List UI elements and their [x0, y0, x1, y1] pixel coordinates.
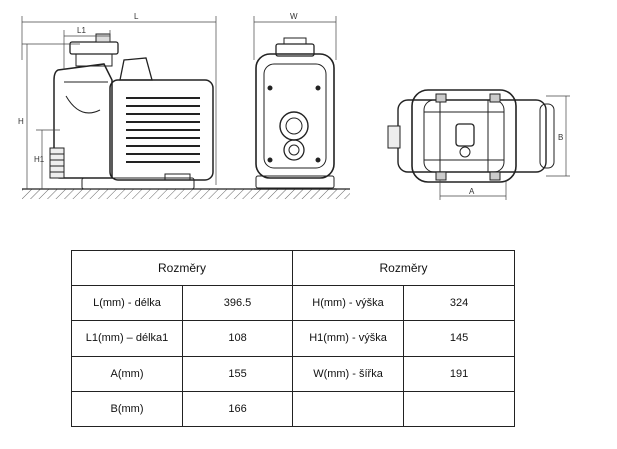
dim-label-w: W: [290, 12, 298, 21]
table-cell: 108: [181, 320, 294, 357]
table-cell: L(mm) - délka: [71, 284, 183, 322]
table-header-row: Rozměry Rozměry: [70, 250, 516, 286]
motor-housing: [109, 79, 214, 181]
table-cell: H(mm) - výška: [292, 284, 405, 322]
table-cell: 191: [403, 355, 516, 392]
table-cell: L1(mm) – délka1: [71, 320, 183, 357]
ground-hatch: [22, 189, 350, 199]
front-dimensions: [253, 16, 337, 60]
dim-label-l1: L1: [77, 26, 86, 35]
dim-label-l: L: [134, 12, 139, 21]
dimensions-table: Rozměry Rozměry L(mm) - délka 396.5 H(mm…: [70, 250, 516, 428]
dim-label-h1: H1: [34, 155, 45, 164]
front-housing: [255, 53, 335, 179]
table-cell: 155: [181, 355, 294, 392]
table-row: B(mm) 166: [71, 390, 516, 428]
table-cell: H1(mm) - výška: [292, 320, 405, 357]
table-cell: [292, 390, 405, 428]
table-row: L1(mm) – délka1 108 H1(mm) - výška 145: [71, 320, 516, 357]
table-header-right: Rozměry: [292, 250, 516, 286]
side-dimensions: [21, 16, 217, 189]
table-row: A(mm) 155 W(mm) - šířka 191: [71, 355, 516, 392]
top-motor: [397, 99, 547, 173]
table-cell: [403, 390, 516, 428]
table-cell: 145: [403, 320, 516, 357]
table-header-left: Rozměry: [70, 250, 294, 286]
front-view: [254, 37, 336, 190]
pump-dimension-drawing: L L1 H H1 W: [18, 12, 570, 200]
dim-label-b: B: [558, 133, 563, 142]
table-cell: B(mm): [71, 390, 183, 428]
table-cell: W(mm) - šířka: [292, 355, 405, 392]
top-dimensions: [439, 95, 570, 200]
table-cell: 396.5: [181, 284, 294, 322]
cooling-fins: [126, 97, 200, 163]
table-cell: 166: [181, 390, 294, 428]
side-view: [22, 33, 350, 199]
dim-label-h: H: [18, 117, 24, 126]
table-row: L(mm) - délka 396.5 H(mm) - výška 324: [71, 284, 516, 322]
top-view: [387, 89, 555, 183]
table-cell: 324: [403, 284, 516, 322]
dim-label-a: A: [469, 187, 475, 196]
table-cell: A(mm): [71, 355, 183, 392]
